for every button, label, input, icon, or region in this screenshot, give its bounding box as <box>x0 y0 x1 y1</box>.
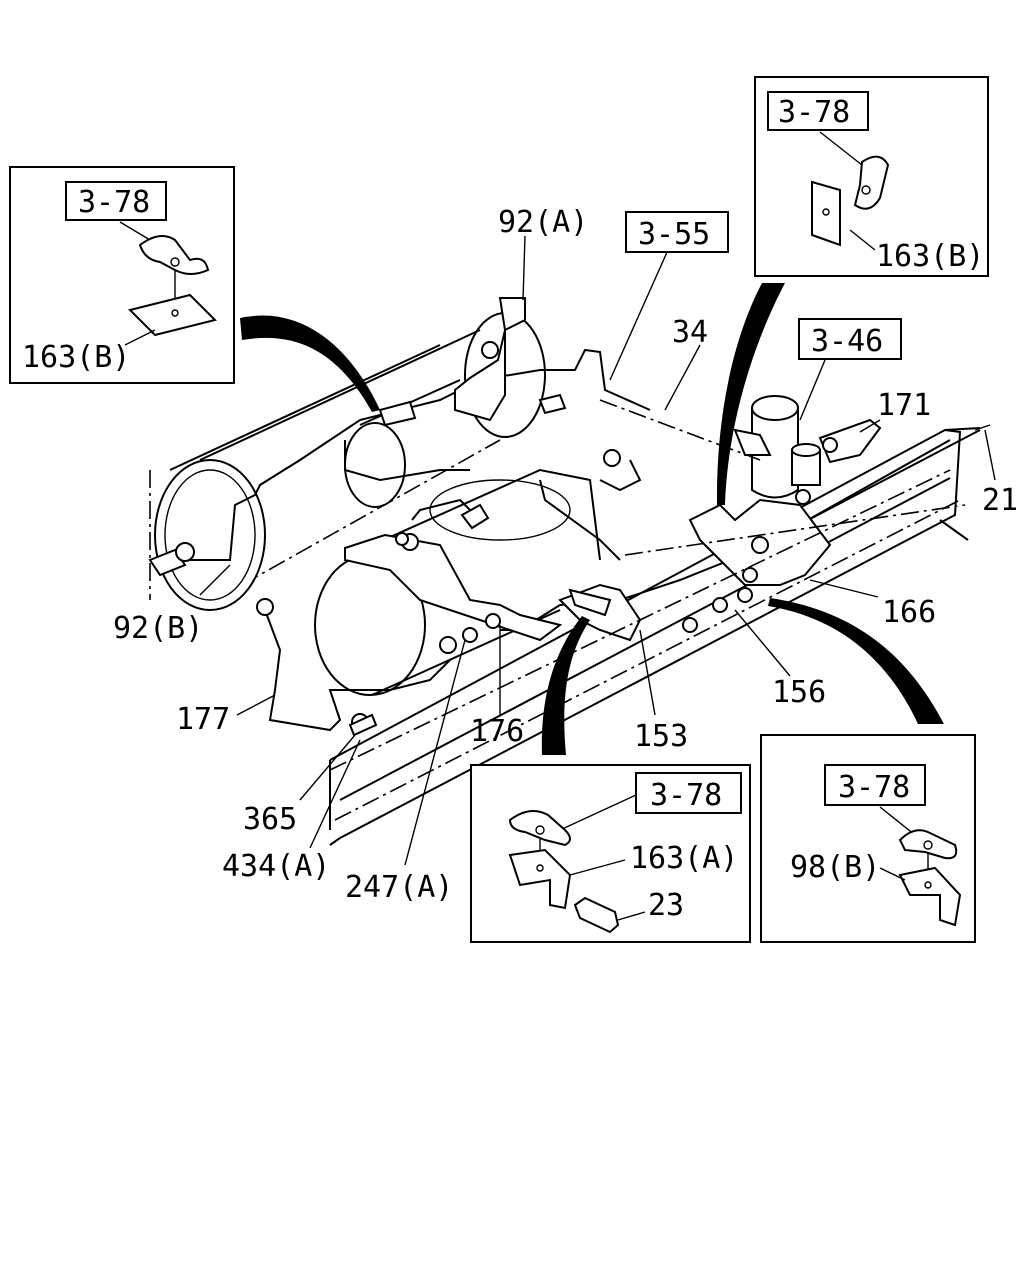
ref-box-3-78 <box>767 91 869 131</box>
callout-153: 153 <box>634 719 688 754</box>
air-tank-middle <box>344 379 571 541</box>
callout-176: 176 <box>470 714 524 749</box>
detail-box-top-left: 3-78 163(B) <box>9 166 235 384</box>
ref-3-46[interactable]: 3-46 <box>798 318 902 360</box>
air-tank-front <box>314 468 601 696</box>
callout-156: 156 <box>772 675 826 710</box>
callout-434a: 434(A) <box>222 849 330 884</box>
callout-247a: 247(A) <box>345 870 453 905</box>
ref-3-55[interactable]: 3-55 <box>625 211 729 253</box>
callout-365: 365 <box>243 802 297 837</box>
fittings <box>148 393 769 737</box>
callout-163b-right: 163(B) <box>876 239 984 274</box>
callout-177: 177 <box>176 702 230 737</box>
detail-box-top-right: 3-78 163(B) <box>754 76 989 277</box>
tank-bracket-92a <box>454 297 526 422</box>
ref-3-78[interactable]: 3-78 <box>838 770 910 805</box>
callout-98b: 98(B) <box>790 850 880 885</box>
ref-box-3-78 <box>635 772 742 814</box>
detail-box-bottom-right: 3-78 98(B) <box>760 734 976 943</box>
main-callouts: 92(A) 34 171 21 92(B) 166 156 177 176 15… <box>113 205 1018 905</box>
detail-pointers <box>240 283 944 755</box>
tank-bracket-lower <box>344 533 563 642</box>
ref-3-46-label[interactable]: 3-46 <box>811 324 883 359</box>
ref-3-78[interactable]: 3-78 <box>650 778 722 813</box>
ref-3-78[interactable]: 3-78 <box>78 185 150 220</box>
ref-3-55-label[interactable]: 3-55 <box>638 217 710 252</box>
callout-92a: 92(A) <box>498 205 588 240</box>
callout-23: 23 <box>648 888 684 923</box>
ref-box-3-78 <box>824 764 926 806</box>
callout-92b: 92(B) <box>113 611 203 646</box>
air-tank-large <box>149 344 441 611</box>
callout-171: 171 <box>877 388 931 423</box>
callout-34: 34 <box>672 315 708 350</box>
ref-3-78[interactable]: 3-78 <box>778 95 850 130</box>
callout-21: 21 <box>982 483 1018 518</box>
valve-3-46 <box>733 395 882 505</box>
callout-163a: 163(A) <box>630 841 738 876</box>
callout-166: 166 <box>882 595 936 630</box>
callout-163b-left: 163(B) <box>22 340 130 375</box>
leader-lines <box>199 235 996 866</box>
reference-lines <box>329 399 966 771</box>
detail-box-bottom-middle: 3-78 163(A) 23 <box>470 764 751 943</box>
ref-box-3-78 <box>65 181 167 221</box>
